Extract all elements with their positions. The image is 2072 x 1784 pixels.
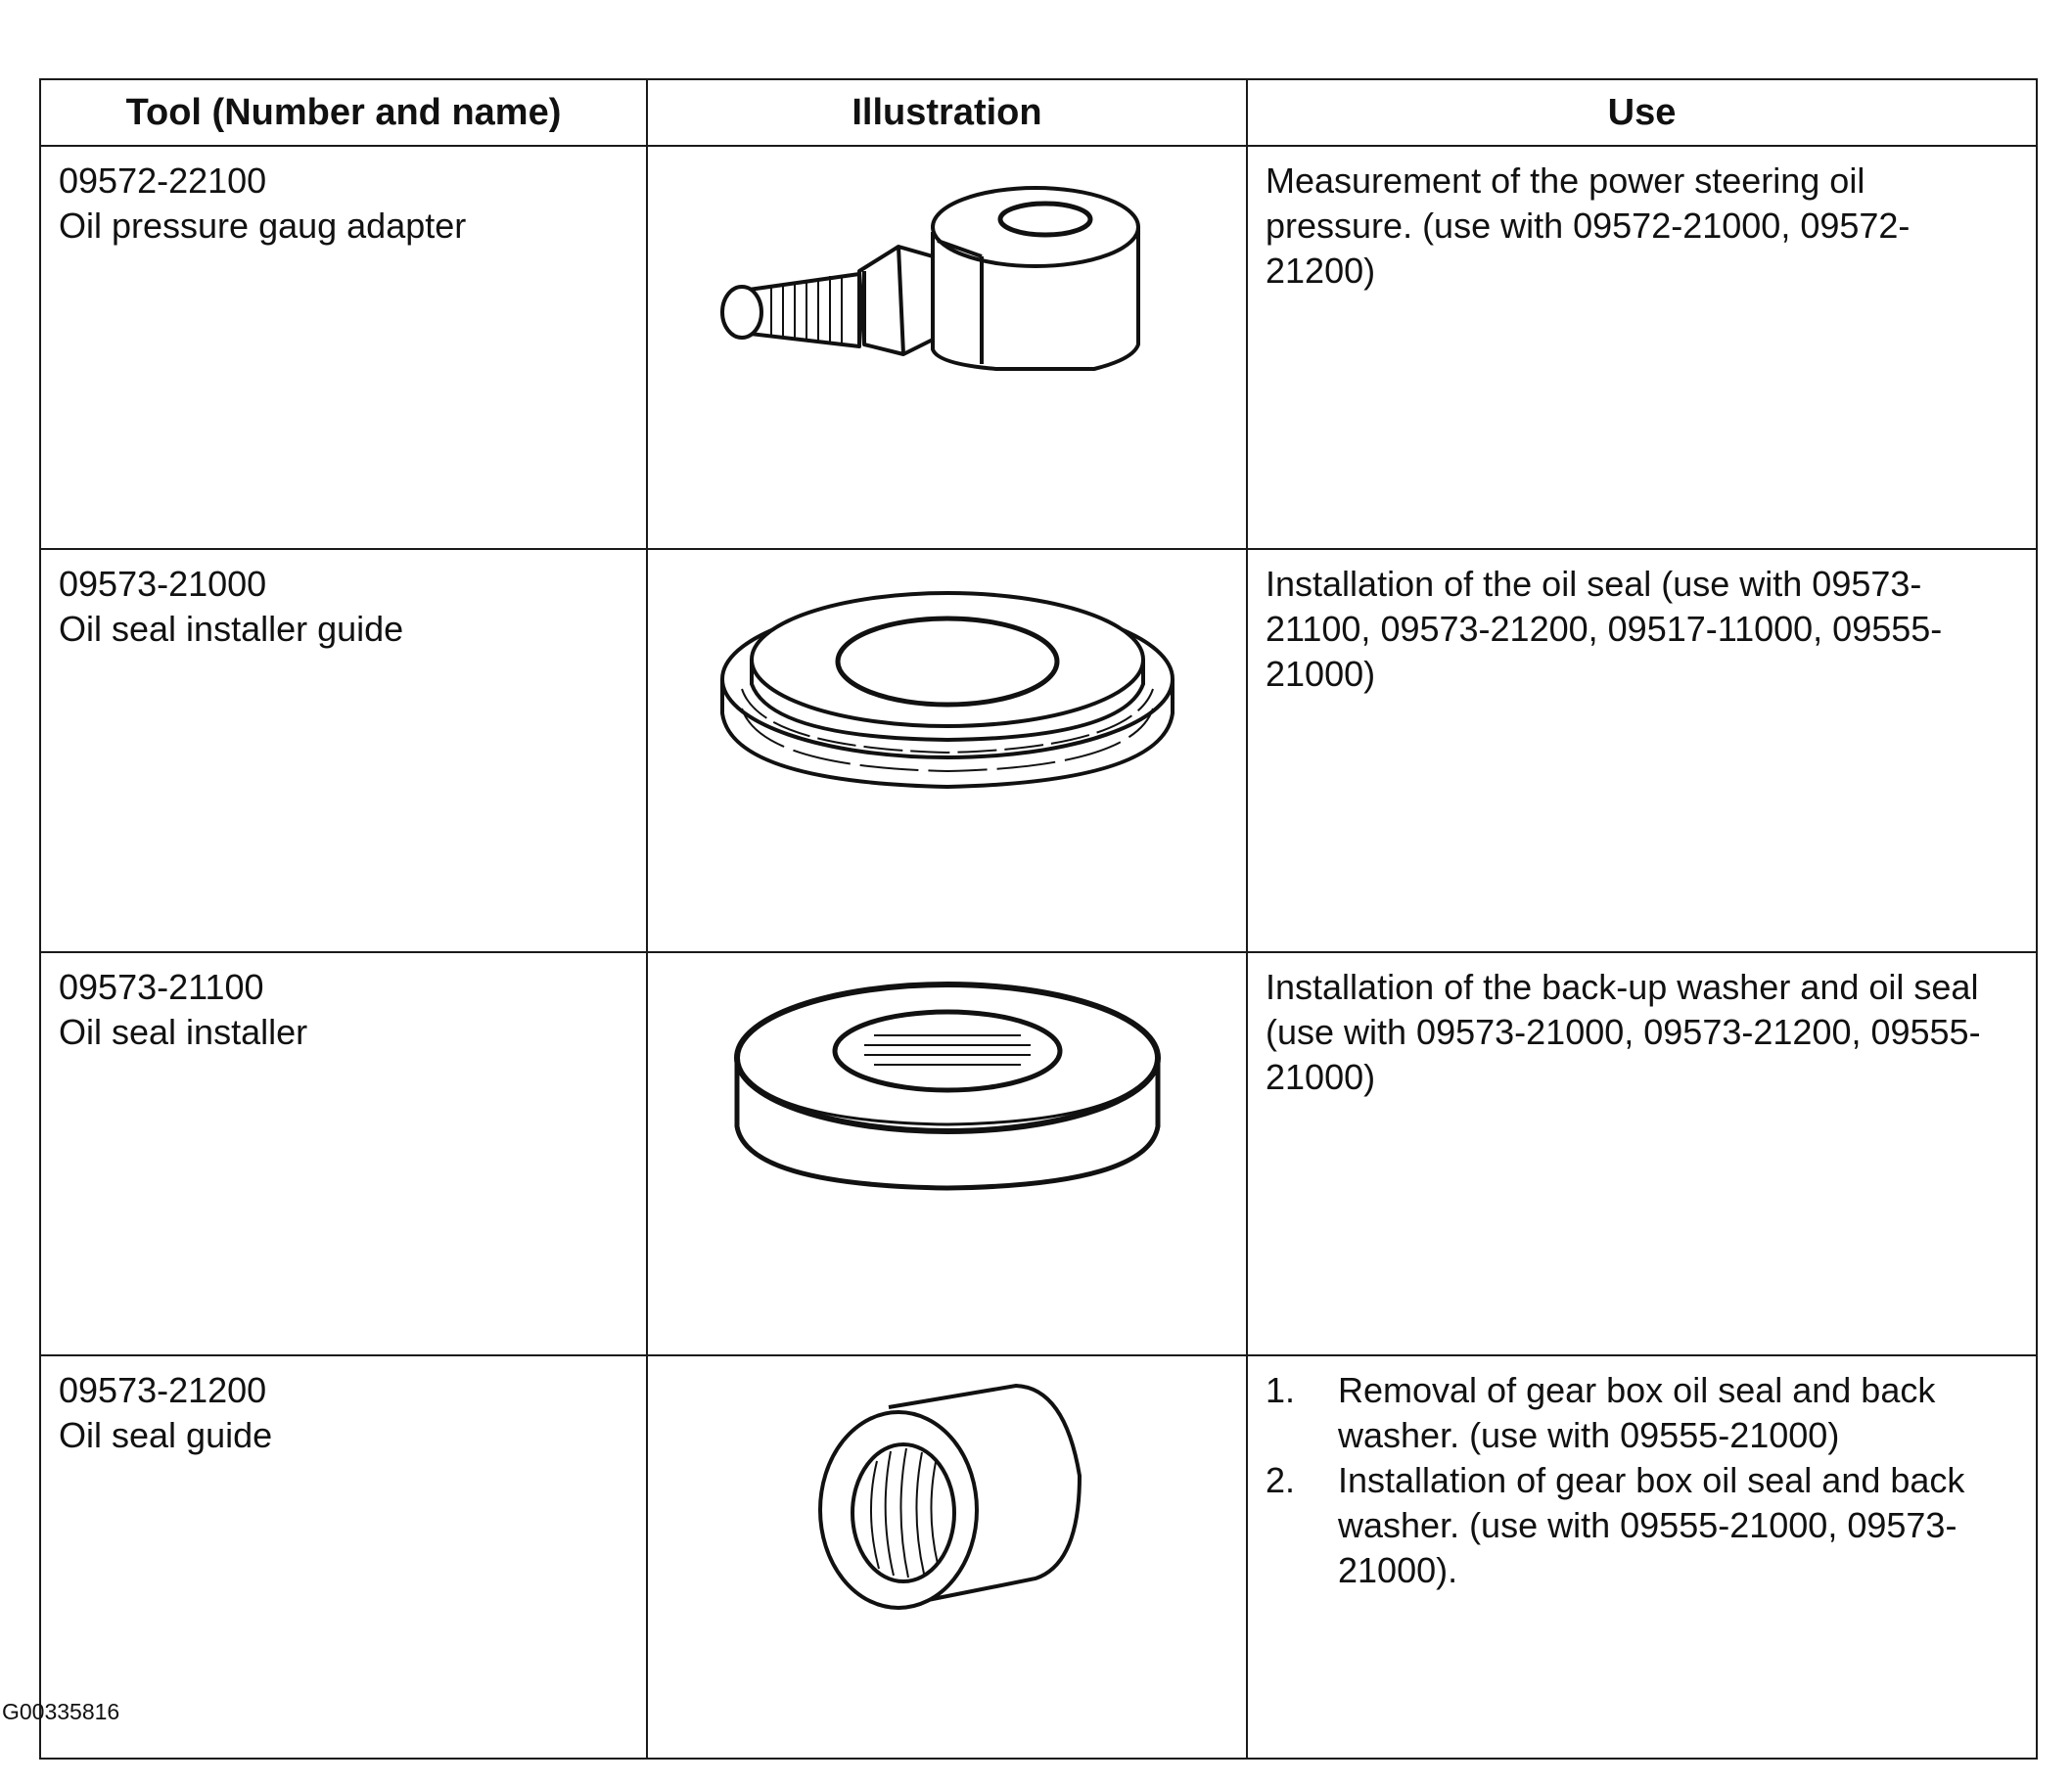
tool-name: Oil seal guide — [59, 1415, 273, 1455]
use-description: Installation of the back-up washer and o… — [1266, 967, 1981, 1097]
tool-name: Oil pressure gaug adapter — [59, 206, 467, 246]
tool-name: Oil seal installer guide — [59, 609, 404, 649]
illustration-cell — [646, 548, 1248, 953]
oil-seal-guide-illustration — [817, 1383, 1082, 1610]
tool-cell: 09573-21000 Oil seal installer guide — [39, 548, 648, 953]
use-cell: Measurement of the power steering oil pr… — [1246, 145, 2038, 550]
illustration-cell — [646, 145, 1248, 550]
list-item: 2. Installation of gear box oil seal and… — [1266, 1458, 2018, 1593]
step-number: 2. — [1266, 1460, 1296, 1500]
oil-seal-installer-guide-illustration — [719, 591, 1174, 790]
figure-id: G00335816 — [2, 1699, 120, 1724]
header-tool: Tool (Number and name) — [39, 78, 648, 147]
tool-table-sheet: Tool (Number and name) Illustration Use … — [39, 78, 2038, 1760]
tool-number: 09573-21100 — [59, 967, 264, 1007]
tool-cell: 09572-22100 Oil pressure gaug adapter — [39, 145, 648, 550]
step-text: Removal of gear box oil seal and back wa… — [1338, 1370, 1936, 1455]
tool-number: 09572-22100 — [59, 160, 267, 201]
use-description: Installation of the oil seal (use with 0… — [1266, 564, 1943, 694]
illustration-cell — [646, 951, 1248, 1356]
table-row: 09573-21200 Oil seal guide — [39, 1354, 2038, 1760]
use-cell: 1. Removal of gear box oil seal and back… — [1246, 1354, 2038, 1760]
list-item: 1. Removal of gear box oil seal and back… — [1266, 1368, 2018, 1458]
illustration-cell — [646, 1354, 1248, 1760]
tool-cell: 09573-21200 Oil seal guide — [39, 1354, 648, 1760]
tool-cell: 09573-21100 Oil seal installer — [39, 951, 648, 1356]
step-number: 1. — [1266, 1370, 1296, 1410]
tool-number: 09573-21200 — [59, 1370, 267, 1410]
table-row: 09573-21100 Oil seal installer — [39, 951, 2038, 1356]
step-text: Installation of gear box oil seal and ba… — [1338, 1460, 1965, 1590]
use-steps-list: 1. Removal of gear box oil seal and back… — [1266, 1368, 2018, 1593]
header-illustration: Illustration — [646, 78, 1248, 147]
oil-seal-installer-illustration — [733, 982, 1161, 1191]
tool-number: 09573-21000 — [59, 564, 267, 604]
use-description: Measurement of the power steering oil pr… — [1266, 160, 1911, 291]
table-row: 09573-21000 Oil seal installer guide — [39, 548, 2038, 953]
use-cell: Installation of the oil seal (use with 0… — [1246, 548, 2038, 953]
table-row: 09572-22100 Oil pressure gaug adapter — [39, 145, 2038, 550]
use-cell: Installation of the back-up washer and o… — [1246, 951, 2038, 1356]
header-use: Use — [1246, 78, 2038, 147]
oil-pressure-gauge-adapter-illustration — [719, 186, 1140, 371]
tool-name: Oil seal installer — [59, 1012, 308, 1052]
special-tools-table: Tool (Number and name) Illustration Use … — [39, 78, 2038, 1760]
table-header-row: Tool (Number and name) Illustration Use — [39, 78, 2038, 147]
